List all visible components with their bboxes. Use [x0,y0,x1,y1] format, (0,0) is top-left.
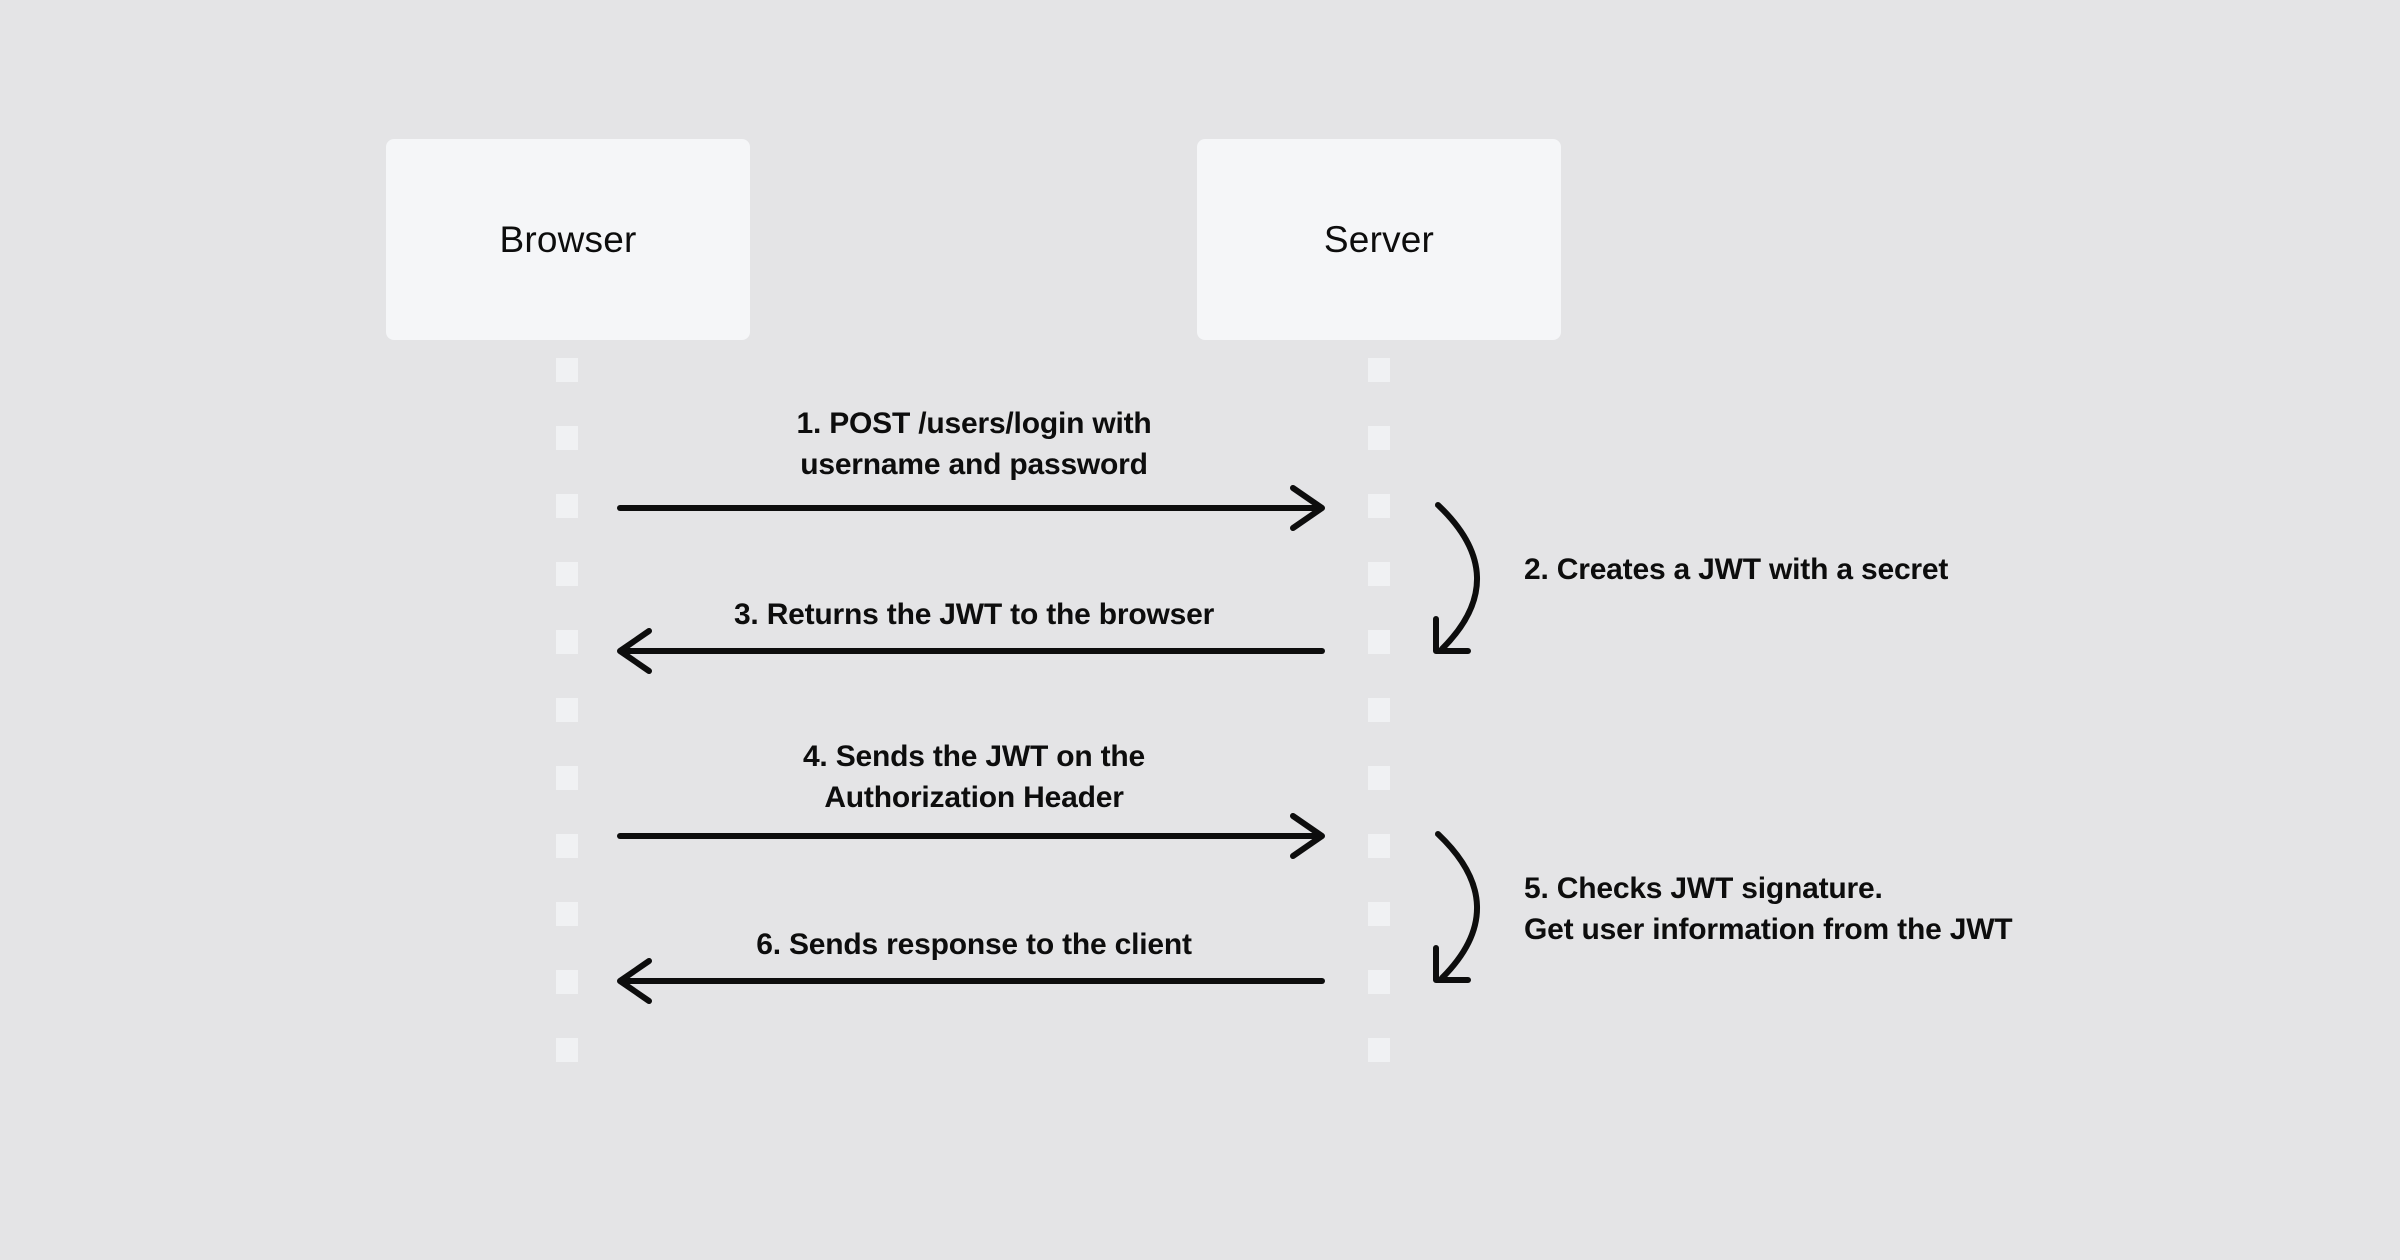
lifeline-dash [556,834,578,858]
message-3-arrow-left-icon [617,628,1325,674]
actor-label-server: Server [1323,218,1435,260]
lifeline-dash [556,426,578,450]
message-6-label: 6. Sends response to the client [618,924,1330,965]
message-1-label: 1. POST /users/login with username and p… [618,403,1330,485]
message-4-label-line-2: Authorization Header [824,781,1124,814]
message-1-label-line-1: 1. POST /users/login with [796,407,1152,440]
message-4-label: 4. Sends the JWT on the Authorization He… [618,736,1330,818]
message-1-arrow-right-icon [617,485,1325,531]
lifeline-dash [556,494,578,518]
lifeline-dash [1368,630,1390,654]
message-2-label-line-1: 2. Creates a JWT with a secret [1524,553,1949,586]
lifeline-dash [556,1038,578,1062]
actor-box-server: Server [1197,139,1561,340]
lifeline-dash [556,562,578,586]
lifeline-dash [1368,902,1390,926]
lifeline-dash [556,358,578,382]
actor-label-browser: Browser [499,218,637,260]
lifeline-dash [1368,562,1390,586]
lifeline-dash [1368,766,1390,790]
message-2-label: 2. Creates a JWT with a secret [1524,549,1948,590]
message-5-label-line-1: 5. Checks JWT signature. [1524,872,1883,905]
message-6-arrow-left-icon [617,958,1325,1004]
lifeline-dash [1368,426,1390,450]
lifeline-dash [1368,970,1390,994]
server-lifeline [1368,358,1390,1062]
lifeline-dash [556,902,578,926]
lifeline-dash [556,698,578,722]
lifeline-dash [1368,834,1390,858]
message-4-label-line-1: 4. Sends the JWT on the [802,740,1146,773]
lifeline-dash [556,630,578,654]
lifeline-dash [556,970,578,994]
lifeline-dash [1368,1038,1390,1062]
message-3-label-line-1: 3. Returns the JWT to the browser [733,598,1215,631]
message-1-label-line-2: username and password [800,448,1148,481]
lifeline-dash [556,766,578,790]
lifeline-dash [1368,698,1390,722]
message-2-self-call-arrow-icon [1433,502,1480,654]
message-6-label-line-1: 6. Sends response to the client [756,928,1192,961]
message-3-label: 3. Returns the JWT to the browser [618,594,1330,635]
message-4-arrow-right-icon [617,813,1325,859]
message-5-self-call-arrow-icon [1433,831,1480,983]
browser-lifeline [556,358,578,1062]
lifeline-dash [1368,358,1390,382]
actor-box-browser: Browser [386,139,750,340]
message-5-label: 5. Checks JWT signature. Get user inform… [1524,868,2013,950]
message-5-label-line-2: Get user information from the JWT [1524,913,2013,946]
lifeline-dash [1368,494,1390,518]
